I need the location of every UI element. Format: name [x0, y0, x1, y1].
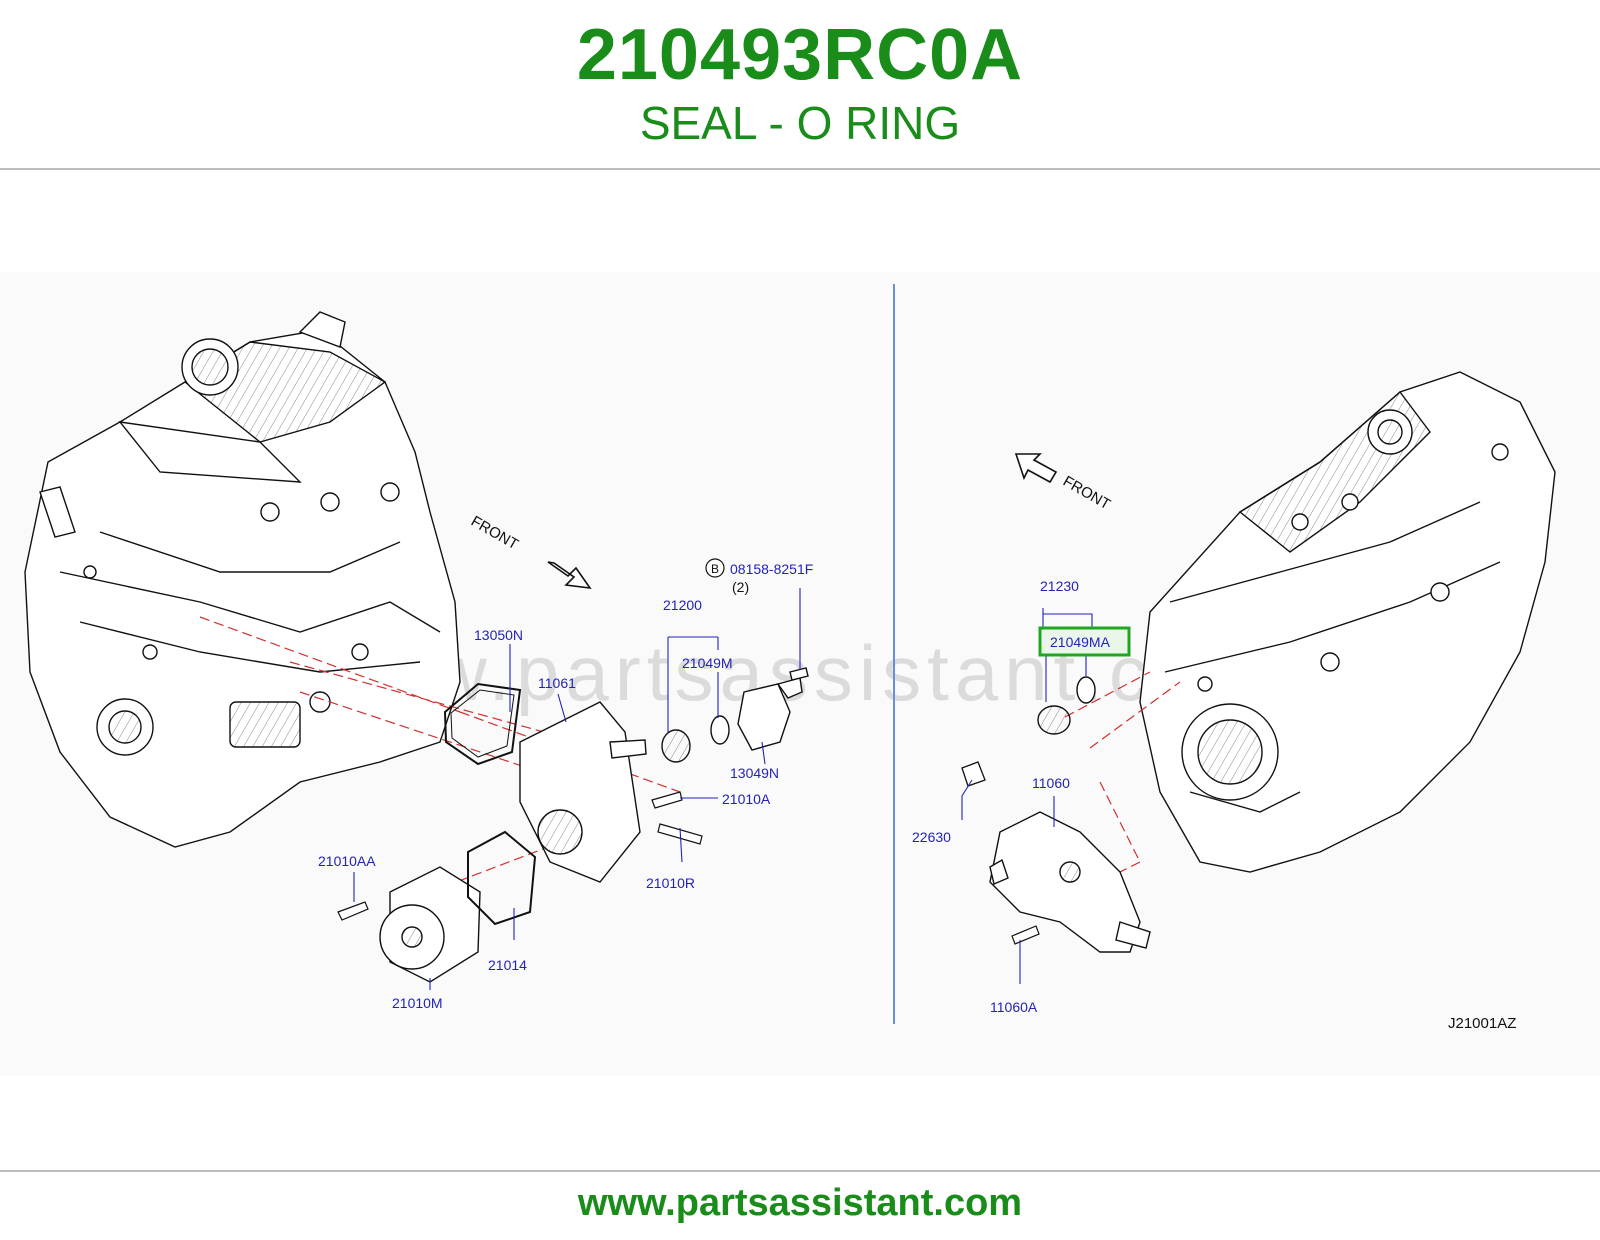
bolt-21010A-shape — [651, 791, 683, 809]
water-pump-21010M-shape — [379, 866, 481, 983]
sensor-22630-shape — [961, 761, 986, 787]
footer-website-link[interactable]: www.partsassistant.com — [577, 1182, 1023, 1224]
callout-21014[interactable]: 21014 — [488, 957, 527, 973]
thermostat-assembly-left — [661, 667, 809, 763]
bolt-quantity: (2) — [732, 579, 749, 595]
right-engine-block-illustration — [1139, 371, 1556, 873]
header: 210493RC0A SEAL - O RING — [0, 0, 1600, 168]
callout-13050N[interactable]: 13050N — [474, 627, 523, 643]
highlight-box-21049MA — [1038, 626, 1131, 657]
callout-21010R[interactable]: 21010R — [646, 875, 695, 891]
gasket-21014-shape — [467, 830, 537, 926]
callout-22630[interactable]: 22630 — [912, 829, 951, 845]
front-indicator-left: FRONT — [468, 513, 592, 590]
housing-11060-shape — [989, 811, 1151, 953]
part-number: 210493RC0A — [576, 15, 1024, 95]
left-callout-leaders — [353, 588, 801, 990]
bolt-marker-letter: B — [711, 562, 719, 576]
diagram-svg: www.partsassistant.com FRONT — [24, 284, 1556, 1032]
front-arrow-right-icon — [1014, 453, 1058, 484]
water-outlet-11061-shape — [519, 701, 647, 883]
callout-11060[interactable]: 11060 — [1032, 775, 1070, 791]
callout-21049MA[interactable]: 21049MA — [1050, 634, 1111, 650]
bolt-11060A-shape — [1011, 925, 1040, 945]
callout-11061[interactable]: 11061 — [538, 675, 576, 691]
callout-21049M[interactable]: 21049M — [682, 655, 733, 671]
right-callout-leaders — [961, 608, 1093, 984]
part-description: SEAL - O RING — [639, 97, 961, 149]
gasket-13050N-shape — [443, 682, 522, 766]
callout-11060A[interactable]: 11060A — [990, 999, 1038, 1015]
front-label-left: FRONT — [468, 513, 521, 554]
callout-21010A[interactable]: 21010A — [722, 791, 771, 807]
callout-21010M[interactable]: 21010M — [392, 995, 443, 1011]
front-arrow-left-icon — [547, 561, 592, 590]
parts-diagram: www.partsassistant.com FRONT — [0, 272, 1600, 1076]
callout-21010AA[interactable]: 21010AA — [318, 853, 376, 869]
footer-divider — [0, 1170, 1600, 1172]
diagram-code: J21001AZ — [1448, 1015, 1516, 1032]
callout-21230[interactable]: 21230 — [1040, 578, 1079, 594]
callout-21200[interactable]: 21200 — [663, 597, 702, 613]
left-engine-block-illustration — [24, 311, 461, 848]
bolt-21010AA-shape — [337, 901, 369, 921]
front-indicator-right: FRONT — [1014, 453, 1113, 514]
thermostat-assembly-right — [1037, 676, 1096, 735]
bolt-marker-circle-icon — [705, 558, 725, 578]
front-label-right: FRONT — [1060, 473, 1113, 514]
callout-13049N[interactable]: 13049N — [730, 765, 779, 781]
callout-08158-8251F[interactable]: 08158-8251F — [730, 561, 813, 577]
header-divider — [0, 168, 1600, 170]
